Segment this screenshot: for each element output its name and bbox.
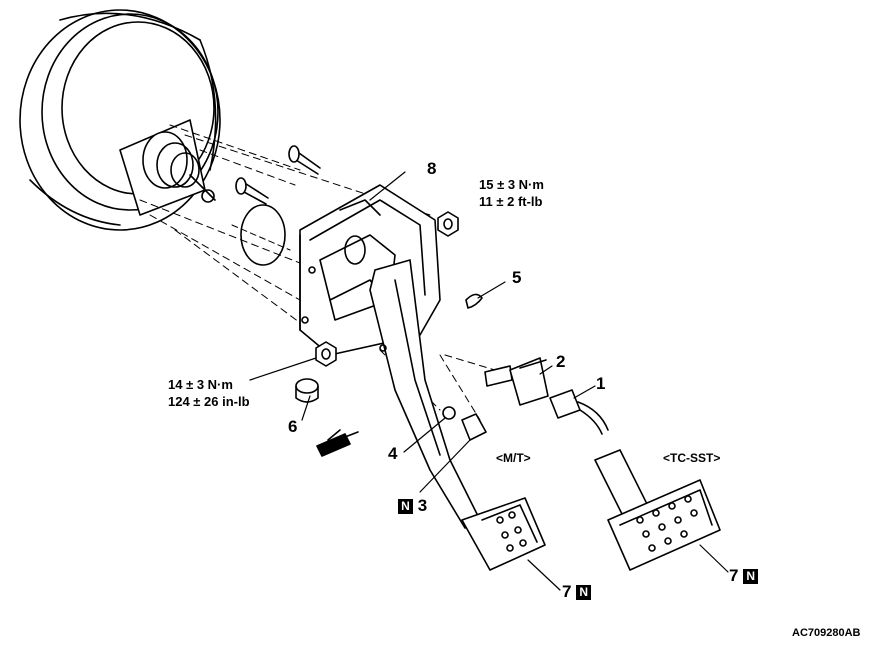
callout-1: 1 bbox=[596, 374, 606, 393]
callout-7-tcsst: 7 N bbox=[729, 566, 759, 586]
callout-7-mt-number: 7 bbox=[562, 582, 572, 601]
bracket-nuts bbox=[315, 211, 459, 367]
nonreusable-badge: N bbox=[398, 499, 413, 514]
callout-2: 2 bbox=[556, 352, 566, 371]
grease-icon bbox=[316, 429, 359, 457]
gasket-ring bbox=[240, 204, 286, 266]
clip bbox=[465, 293, 483, 309]
torque-upper-metric: 15 ± 3 N·m bbox=[479, 177, 544, 192]
booster-push-rod bbox=[119, 119, 216, 216]
torque-upper-imperial: 11 ± 2 ft-lb bbox=[479, 194, 543, 209]
torque-lower-metric: 14 ± 3 N·m bbox=[168, 377, 233, 392]
pedal-tcsst bbox=[594, 449, 721, 571]
torque-spec-upper: 15 ± 3 N·m 11 ± 2 ft-lb bbox=[479, 176, 544, 210]
callout-7-tcsst-number: 7 bbox=[729, 566, 739, 585]
figure-code: AC709280AB bbox=[792, 627, 861, 639]
callout-3-number: 3 bbox=[417, 496, 428, 515]
torque-lower-imperial: 124 ± 26 in-lb bbox=[168, 394, 250, 409]
variant-label-tcsst: <TC-SST> bbox=[663, 451, 721, 465]
callout-3: N 3 bbox=[398, 496, 427, 516]
leader-lines bbox=[249, 171, 729, 591]
pedal-switch bbox=[484, 357, 549, 406]
nonreusable-badge: N bbox=[743, 569, 759, 584]
callout-6: 6 bbox=[288, 417, 298, 436]
cap bbox=[295, 378, 319, 403]
callout-8: 8 bbox=[427, 159, 437, 178]
torque-spec-lower: 14 ± 3 N·m 124 ± 26 in-lb bbox=[168, 376, 250, 410]
variant-label-mt: <M/T> bbox=[496, 451, 531, 465]
mounting-bolts bbox=[231, 145, 321, 251]
nonreusable-badge: N bbox=[576, 585, 592, 600]
callout-4: 4 bbox=[388, 444, 398, 463]
callout-5: 5 bbox=[512, 268, 522, 287]
harness-connector bbox=[549, 389, 609, 435]
bushings bbox=[442, 406, 487, 441]
callout-7-mt: 7 N bbox=[562, 582, 592, 602]
pedal-pad-mt bbox=[461, 497, 546, 571]
